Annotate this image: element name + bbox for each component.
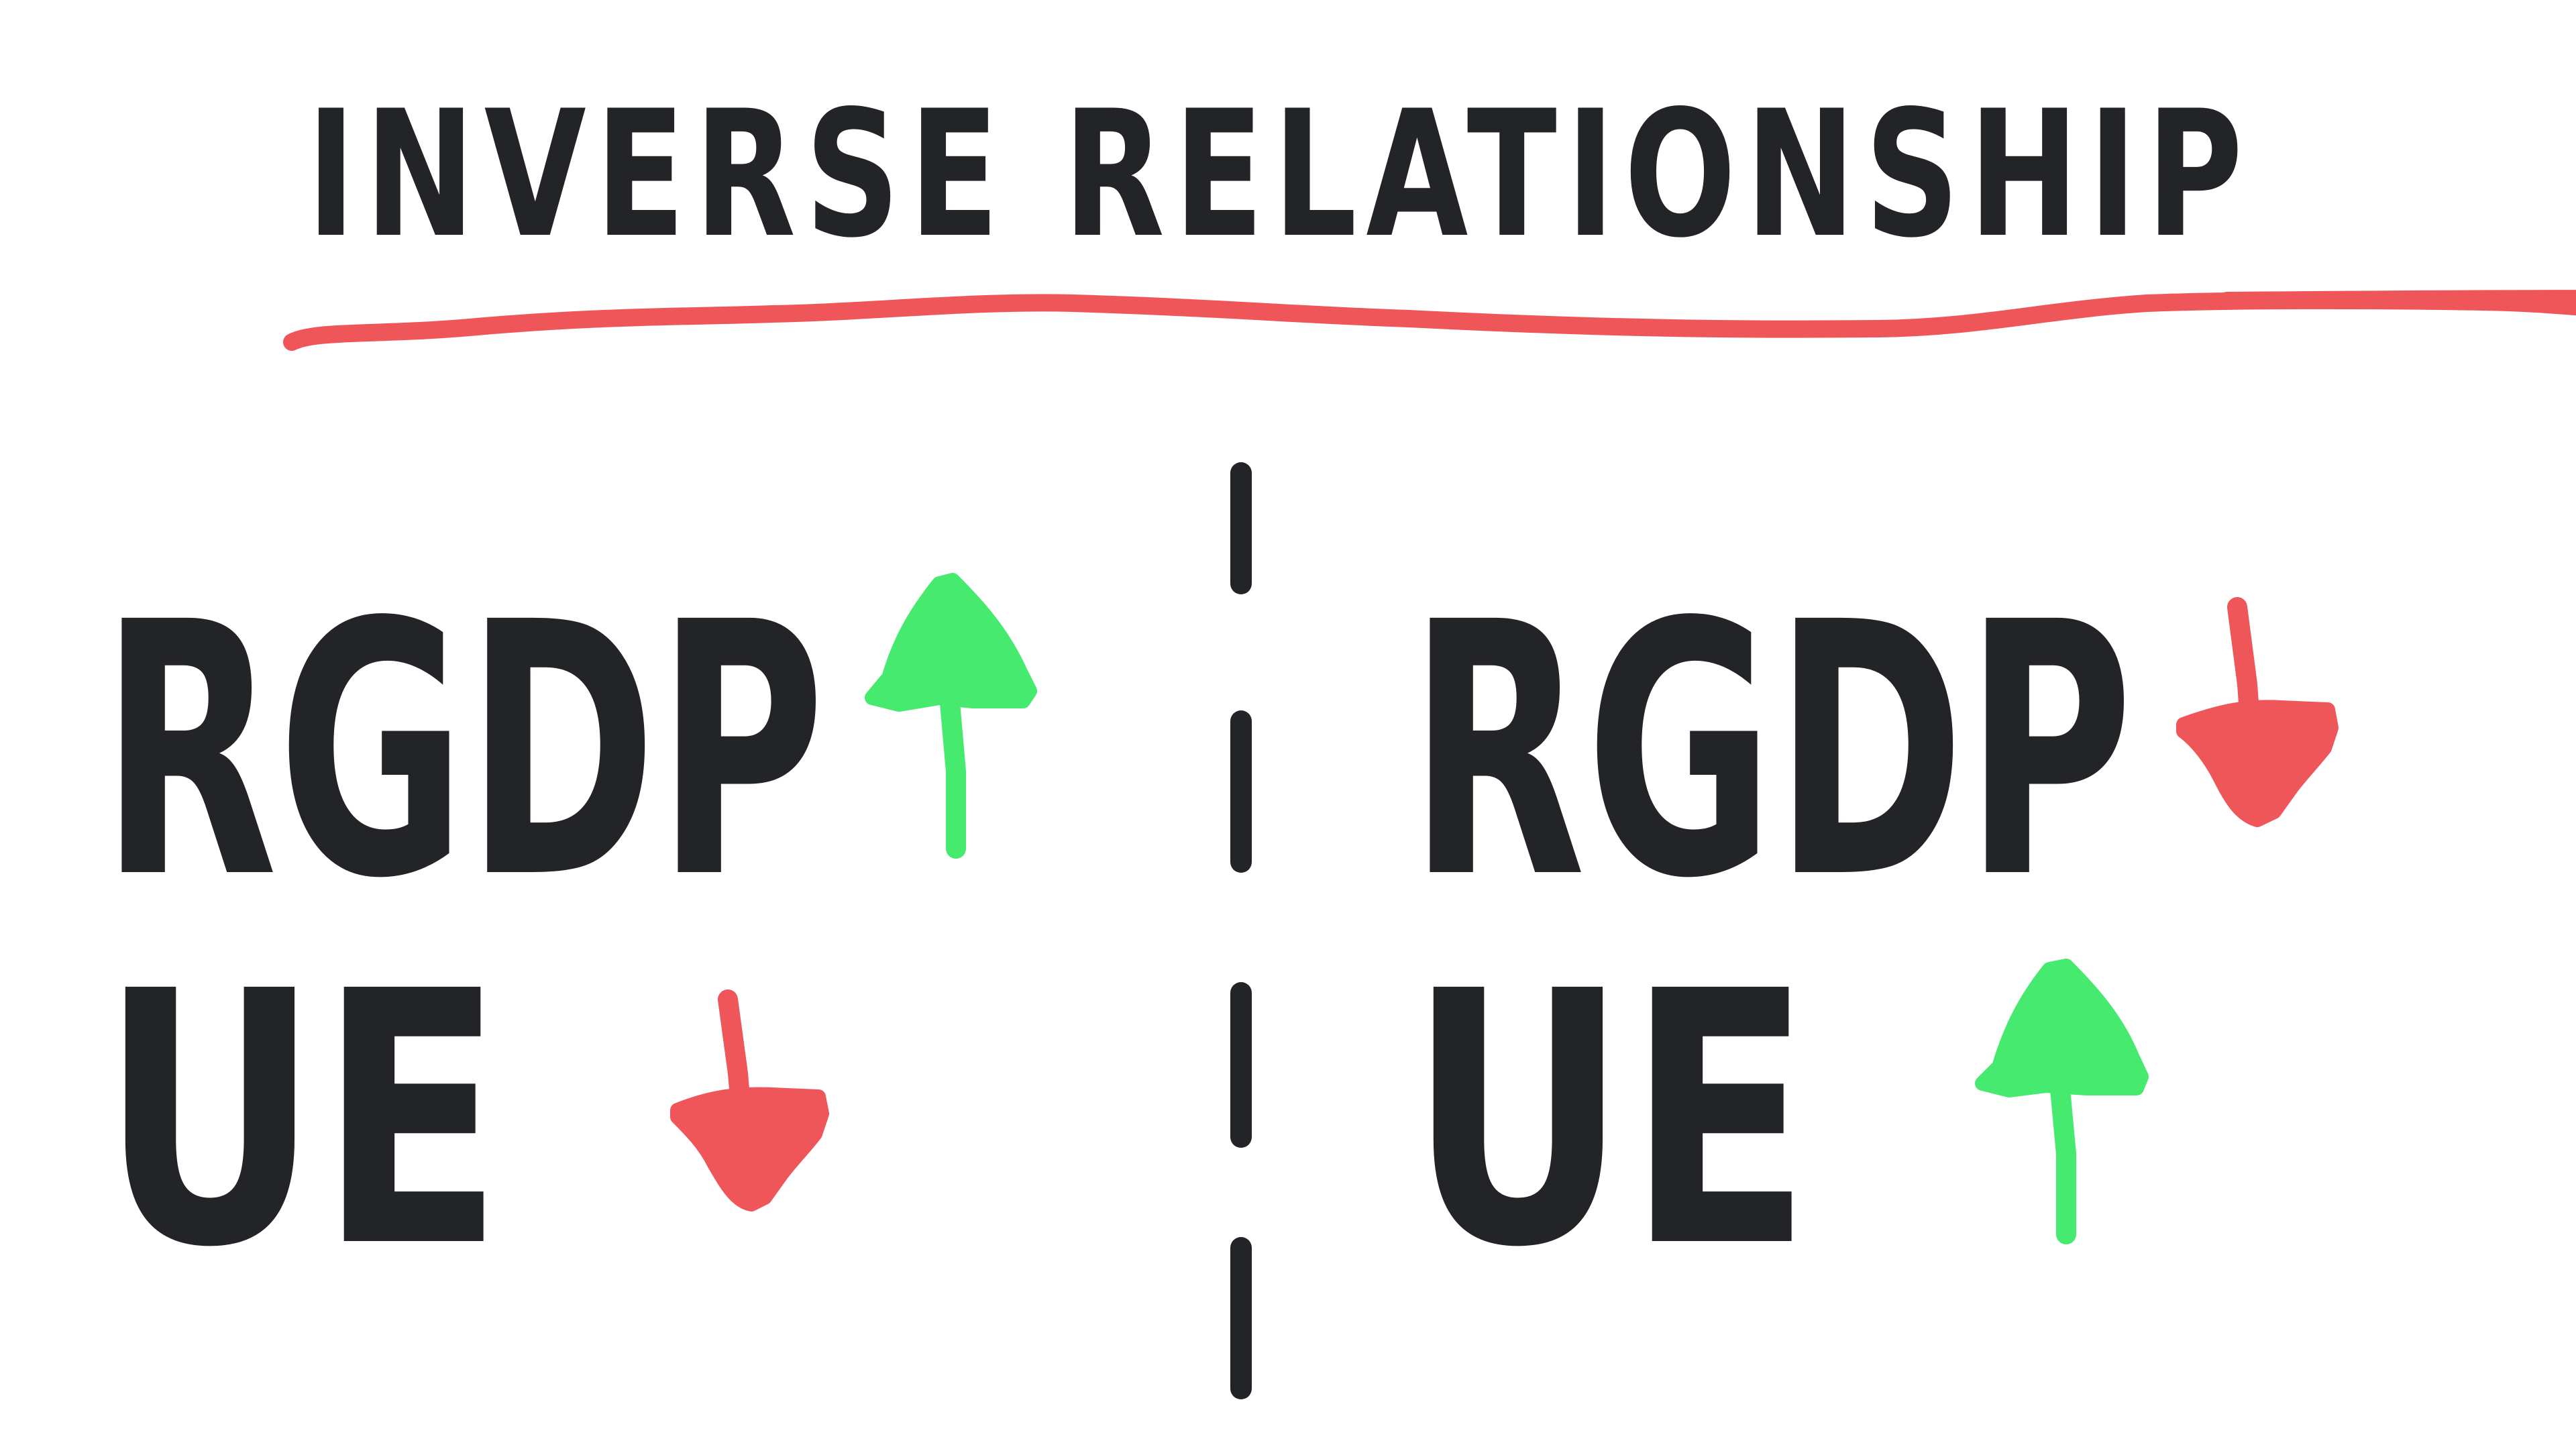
right-panel: RGDP UE: [1409, 548, 2339, 1324]
left-panel: RGDP UE: [101, 548, 1037, 1324]
left-rgdp-label: RGDP: [101, 548, 825, 955]
right-rgdp-down-arrow-icon: [2176, 597, 2339, 827]
title-underline: [283, 290, 2576, 351]
left-ue-down-arrow-icon: [670, 989, 829, 1212]
right-ue-label: UE: [1409, 917, 1811, 1324]
right-ue-up-arrow-icon: [1975, 959, 2149, 1244]
left-ue-label: UE: [101, 917, 503, 1324]
left-rgdp-up-arrow-icon: [865, 573, 1037, 859]
title: INVERSE RELATIONSHIP: [307, 74, 2252, 276]
right-rgdp-label: RGDP: [1409, 548, 2133, 955]
